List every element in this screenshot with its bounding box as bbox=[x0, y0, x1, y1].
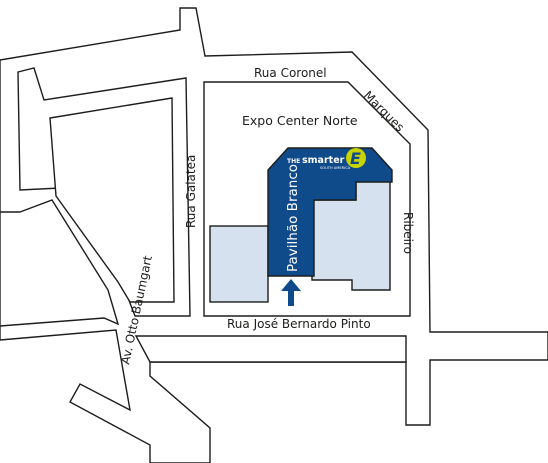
pavilhao-branco-building bbox=[267, 147, 393, 277]
street-label-rua-coronel: Rua Coronel bbox=[254, 66, 327, 80]
street-label-rua-jose-bernardo-pinto: Rua José Bernardo Pinto bbox=[227, 317, 371, 331]
logo-e-badge bbox=[346, 148, 366, 168]
block-southwest bbox=[0, 199, 120, 327]
logo-e-letter: E bbox=[350, 149, 361, 168]
logo-the-text: THE bbox=[287, 158, 300, 165]
block-south bbox=[134, 335, 407, 363]
street-label-ribeiro: Ribeiro bbox=[401, 212, 415, 254]
venue-name: Expo Center Norte bbox=[242, 113, 358, 128]
up-arrow-icon bbox=[281, 279, 301, 306]
block-upper-west bbox=[49, 97, 175, 303]
logo-sub-text: SOUTH AMERICA bbox=[320, 166, 351, 170]
pavilion-label: Pavilhão Branco bbox=[285, 164, 301, 272]
building-west bbox=[209, 225, 269, 303]
logo-smarter-text: smarter bbox=[302, 155, 345, 166]
street-label-rua-galatea: Rua Galatea bbox=[184, 155, 198, 228]
thesmarter-logo: THE smarter SOUTH AMERICA E bbox=[287, 148, 366, 170]
